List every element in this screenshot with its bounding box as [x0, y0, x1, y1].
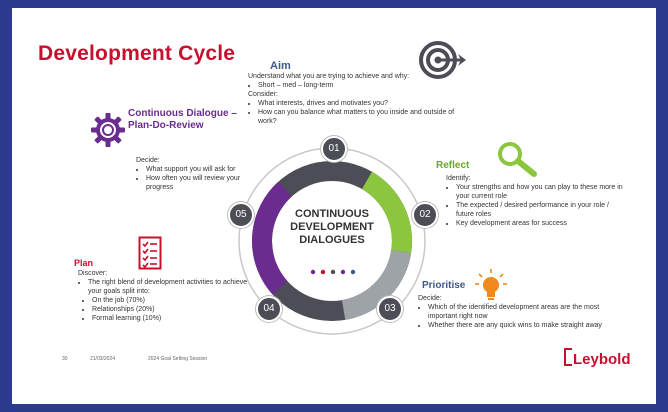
checklist-icon — [138, 236, 162, 270]
aim-text: Understand what you are trying to achiev… — [248, 72, 473, 126]
center-line: CONTINUOUS — [295, 208, 369, 220]
slide: Development Cycle Aim Understand what yo… — [12, 8, 656, 404]
footer-page: 30 — [62, 356, 68, 362]
logo-text: Leybold — [573, 351, 631, 368]
reflect-heading: Reflect — [436, 160, 470, 171]
reflect-bullet: The expected / desired performance in yo… — [456, 201, 626, 219]
step-badge-01: 01 — [321, 136, 347, 162]
aim-consider: Consider: — [248, 91, 278, 98]
prioritise-bullet: Whether there are any quick wins to make… — [428, 321, 618, 330]
slide-title: Development Cycle — [38, 42, 236, 65]
reflect-intro: Identify: — [446, 175, 471, 182]
center-line: DEVELOPMENT — [290, 221, 374, 233]
plan-bullet: The right blend of development activitie… — [88, 278, 248, 296]
dialogue-bullet: How often you will review your progress — [146, 174, 256, 192]
dialogue-intro: Decide: — [136, 157, 160, 164]
cycle-center-label: CONTINUOUS DEVELOPMENT DIALOGUES — [282, 208, 382, 247]
gear-icon — [91, 113, 125, 147]
plan-text: Discover: The right blend of development… — [78, 269, 248, 323]
step-badge-04: 04 — [256, 296, 282, 322]
aim-bullet: What interests, drives and motivates you… — [258, 99, 473, 108]
plan-sub-item: Relationships (20%) — [92, 305, 248, 314]
prioritise-text: Decide: Which of the identified developm… — [418, 294, 618, 330]
aim-bullet: Short – med – long-term — [258, 81, 473, 90]
logo-bracket-icon — [564, 348, 572, 366]
step-badge-05: 05 — [228, 202, 254, 228]
lightbulb-icon — [475, 269, 507, 300]
leybold-logo: Leybold — [564, 348, 631, 368]
pagination-dots — [310, 269, 356, 275]
reflect-text: Identify: Your strengths and how you can… — [446, 174, 626, 228]
magnifier-icon — [498, 142, 537, 177]
dialogue-bullet: What support you will ask for — [146, 165, 256, 174]
step-badge-03: 03 — [377, 296, 403, 322]
prioritise-intro: Decide: — [418, 295, 442, 302]
prioritise-heading: Prioritise — [422, 280, 466, 291]
center-line: DIALOGUES — [299, 234, 365, 246]
plan-sub-item: Formal learning (10%) — [92, 314, 248, 323]
plan-sub-item: On the job (70%) — [92, 296, 248, 305]
step-badge-02: 02 — [412, 202, 438, 228]
footer-session: 2024 Goal Setting Session — [148, 356, 208, 362]
aim-intro: Understand what you are trying to achiev… — [248, 73, 410, 80]
reflect-bullet: Key development areas for success — [456, 219, 626, 228]
dialogue-text: Decide: What support you will ask for Ho… — [136, 156, 256, 192]
reflect-segment — [361, 171, 412, 254]
dialogue-segment — [252, 181, 293, 295]
footer-date: 21/03/2024 — [90, 356, 116, 362]
plan-intro: Discover: — [78, 270, 108, 277]
prioritise-bullet: Which of the identified development area… — [428, 303, 618, 321]
dialogue-heading: Continuous Dialogue – Plan-Do-Review — [128, 108, 237, 131]
cycle-diagram — [238, 147, 426, 335]
target-icon — [419, 41, 466, 79]
aim-bullet: How can you balance what matters to you … — [258, 108, 473, 126]
plan-heading: Plan — [74, 258, 94, 268]
reflect-bullet: Your strengths and how you can play to t… — [456, 183, 626, 201]
prioritise-segment — [341, 249, 411, 320]
aim-heading: Aim — [270, 60, 291, 72]
